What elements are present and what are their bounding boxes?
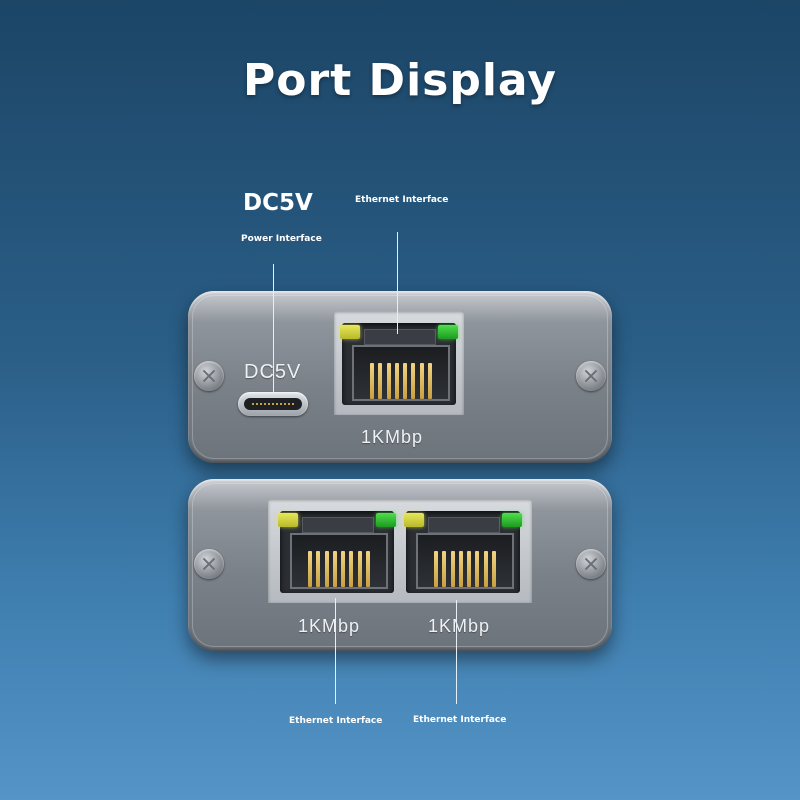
led-green-icon: [376, 513, 396, 527]
screw-icon: [194, 549, 224, 579]
screw-icon: [576, 361, 606, 391]
leader-line-ethernet-top: [397, 232, 398, 334]
ethernet-port-icon: [278, 511, 396, 593]
screw-icon: [576, 549, 606, 579]
ethernet-interface-bottom-right-label: Ethernet Interface: [413, 715, 507, 725]
ethernet-port-icon: [404, 511, 522, 593]
device-top-port-speed: 1KMbp: [361, 427, 424, 447]
leader-line-ethernet-bottom-right: [456, 600, 457, 704]
leader-line-power: [273, 264, 274, 392]
led-green-icon: [502, 513, 522, 527]
leader-line-ethernet-bottom-left: [335, 598, 336, 704]
led-yellow-icon: [340, 325, 360, 339]
led-yellow-icon: [278, 513, 298, 527]
device-top-panel: DC5V 1KMbp: [188, 291, 612, 463]
ethernet-port-icon: [340, 323, 458, 405]
device-bottom-port-speed-right: 1KMbp: [428, 616, 491, 636]
port-bay: [334, 311, 464, 415]
page-title: Port Display: [243, 55, 557, 106]
dc-voltage-label: DC5V: [243, 190, 313, 216]
screw-icon: [194, 361, 224, 391]
device-top-dc-label: DC5V: [244, 361, 302, 383]
usb-c-port-icon: [238, 392, 308, 416]
device-bottom-port-speed-left: 1KMbp: [298, 616, 361, 636]
device-bottom-panel: 1KMbp 1KMbp: [188, 479, 612, 651]
ethernet-interface-top-label: Ethernet Interface: [355, 195, 449, 205]
led-green-icon: [438, 325, 458, 339]
port-bay: [268, 499, 532, 603]
power-interface-label: Power Interface: [241, 234, 322, 244]
led-yellow-icon: [404, 513, 424, 527]
ethernet-interface-bottom-left-label: Ethernet Interface: [289, 716, 383, 726]
